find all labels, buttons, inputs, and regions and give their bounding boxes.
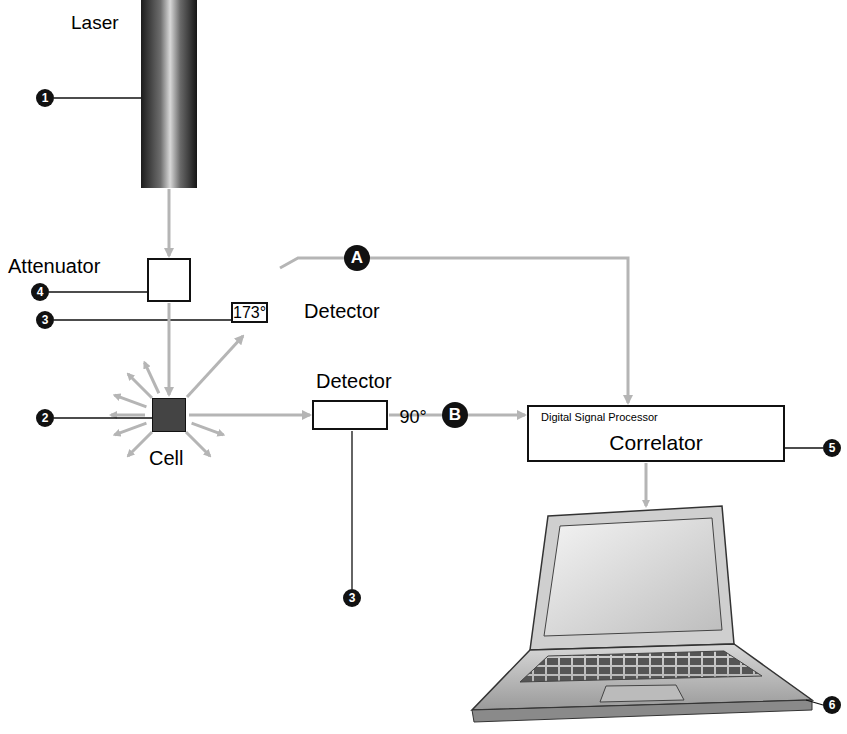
node-label: Attenuator	[8, 255, 100, 277]
scatter-ray	[144, 362, 158, 393]
scatter-ray	[192, 423, 224, 435]
node-label: Digital Signal Processor	[541, 411, 658, 423]
data-arrow	[645, 463, 648, 506]
callout-number: 6	[823, 696, 841, 714]
callout-number: 5	[823, 439, 841, 457]
signal-connector	[168, 303, 171, 395]
node-label: Laser	[71, 12, 119, 33]
callout-number: 2	[36, 409, 54, 427]
signal-connector	[187, 336, 243, 397]
scatter-ray	[111, 414, 145, 417]
node-label: Cell	[149, 447, 183, 469]
laser-tube: Laser	[141, 0, 197, 188]
signal-label: A	[344, 245, 370, 271]
scatter-ray	[128, 374, 152, 398]
correlator-box: Digital Signal ProcessorCorrelator	[527, 405, 785, 462]
scatter-ray	[114, 423, 146, 435]
scatter-ray	[114, 395, 146, 407]
sample-cell: Cell	[152, 398, 186, 432]
scatter-ray	[128, 432, 152, 456]
signal-label: B	[442, 402, 468, 428]
laptop	[472, 506, 812, 722]
attenuator-box: Attenuator	[147, 258, 191, 302]
node-label: 173°	[231, 302, 268, 323]
signal-connector	[168, 189, 171, 256]
callout-number: 1	[36, 89, 54, 107]
detector-173: 173°Detector	[227, 260, 297, 340]
node-label: Correlator	[529, 431, 783, 455]
node-label: 90°	[400, 407, 427, 427]
scatter-ray	[186, 432, 210, 456]
callout-number: 3	[343, 589, 361, 607]
callout-number: 3	[36, 311, 54, 329]
signal-connector	[280, 258, 628, 403]
callout-number: 4	[31, 283, 49, 301]
node-label: Detector	[316, 370, 392, 392]
signal-connector	[189, 414, 310, 417]
detector-90: Detector90°	[312, 400, 388, 430]
node-label: Detector	[304, 300, 380, 322]
